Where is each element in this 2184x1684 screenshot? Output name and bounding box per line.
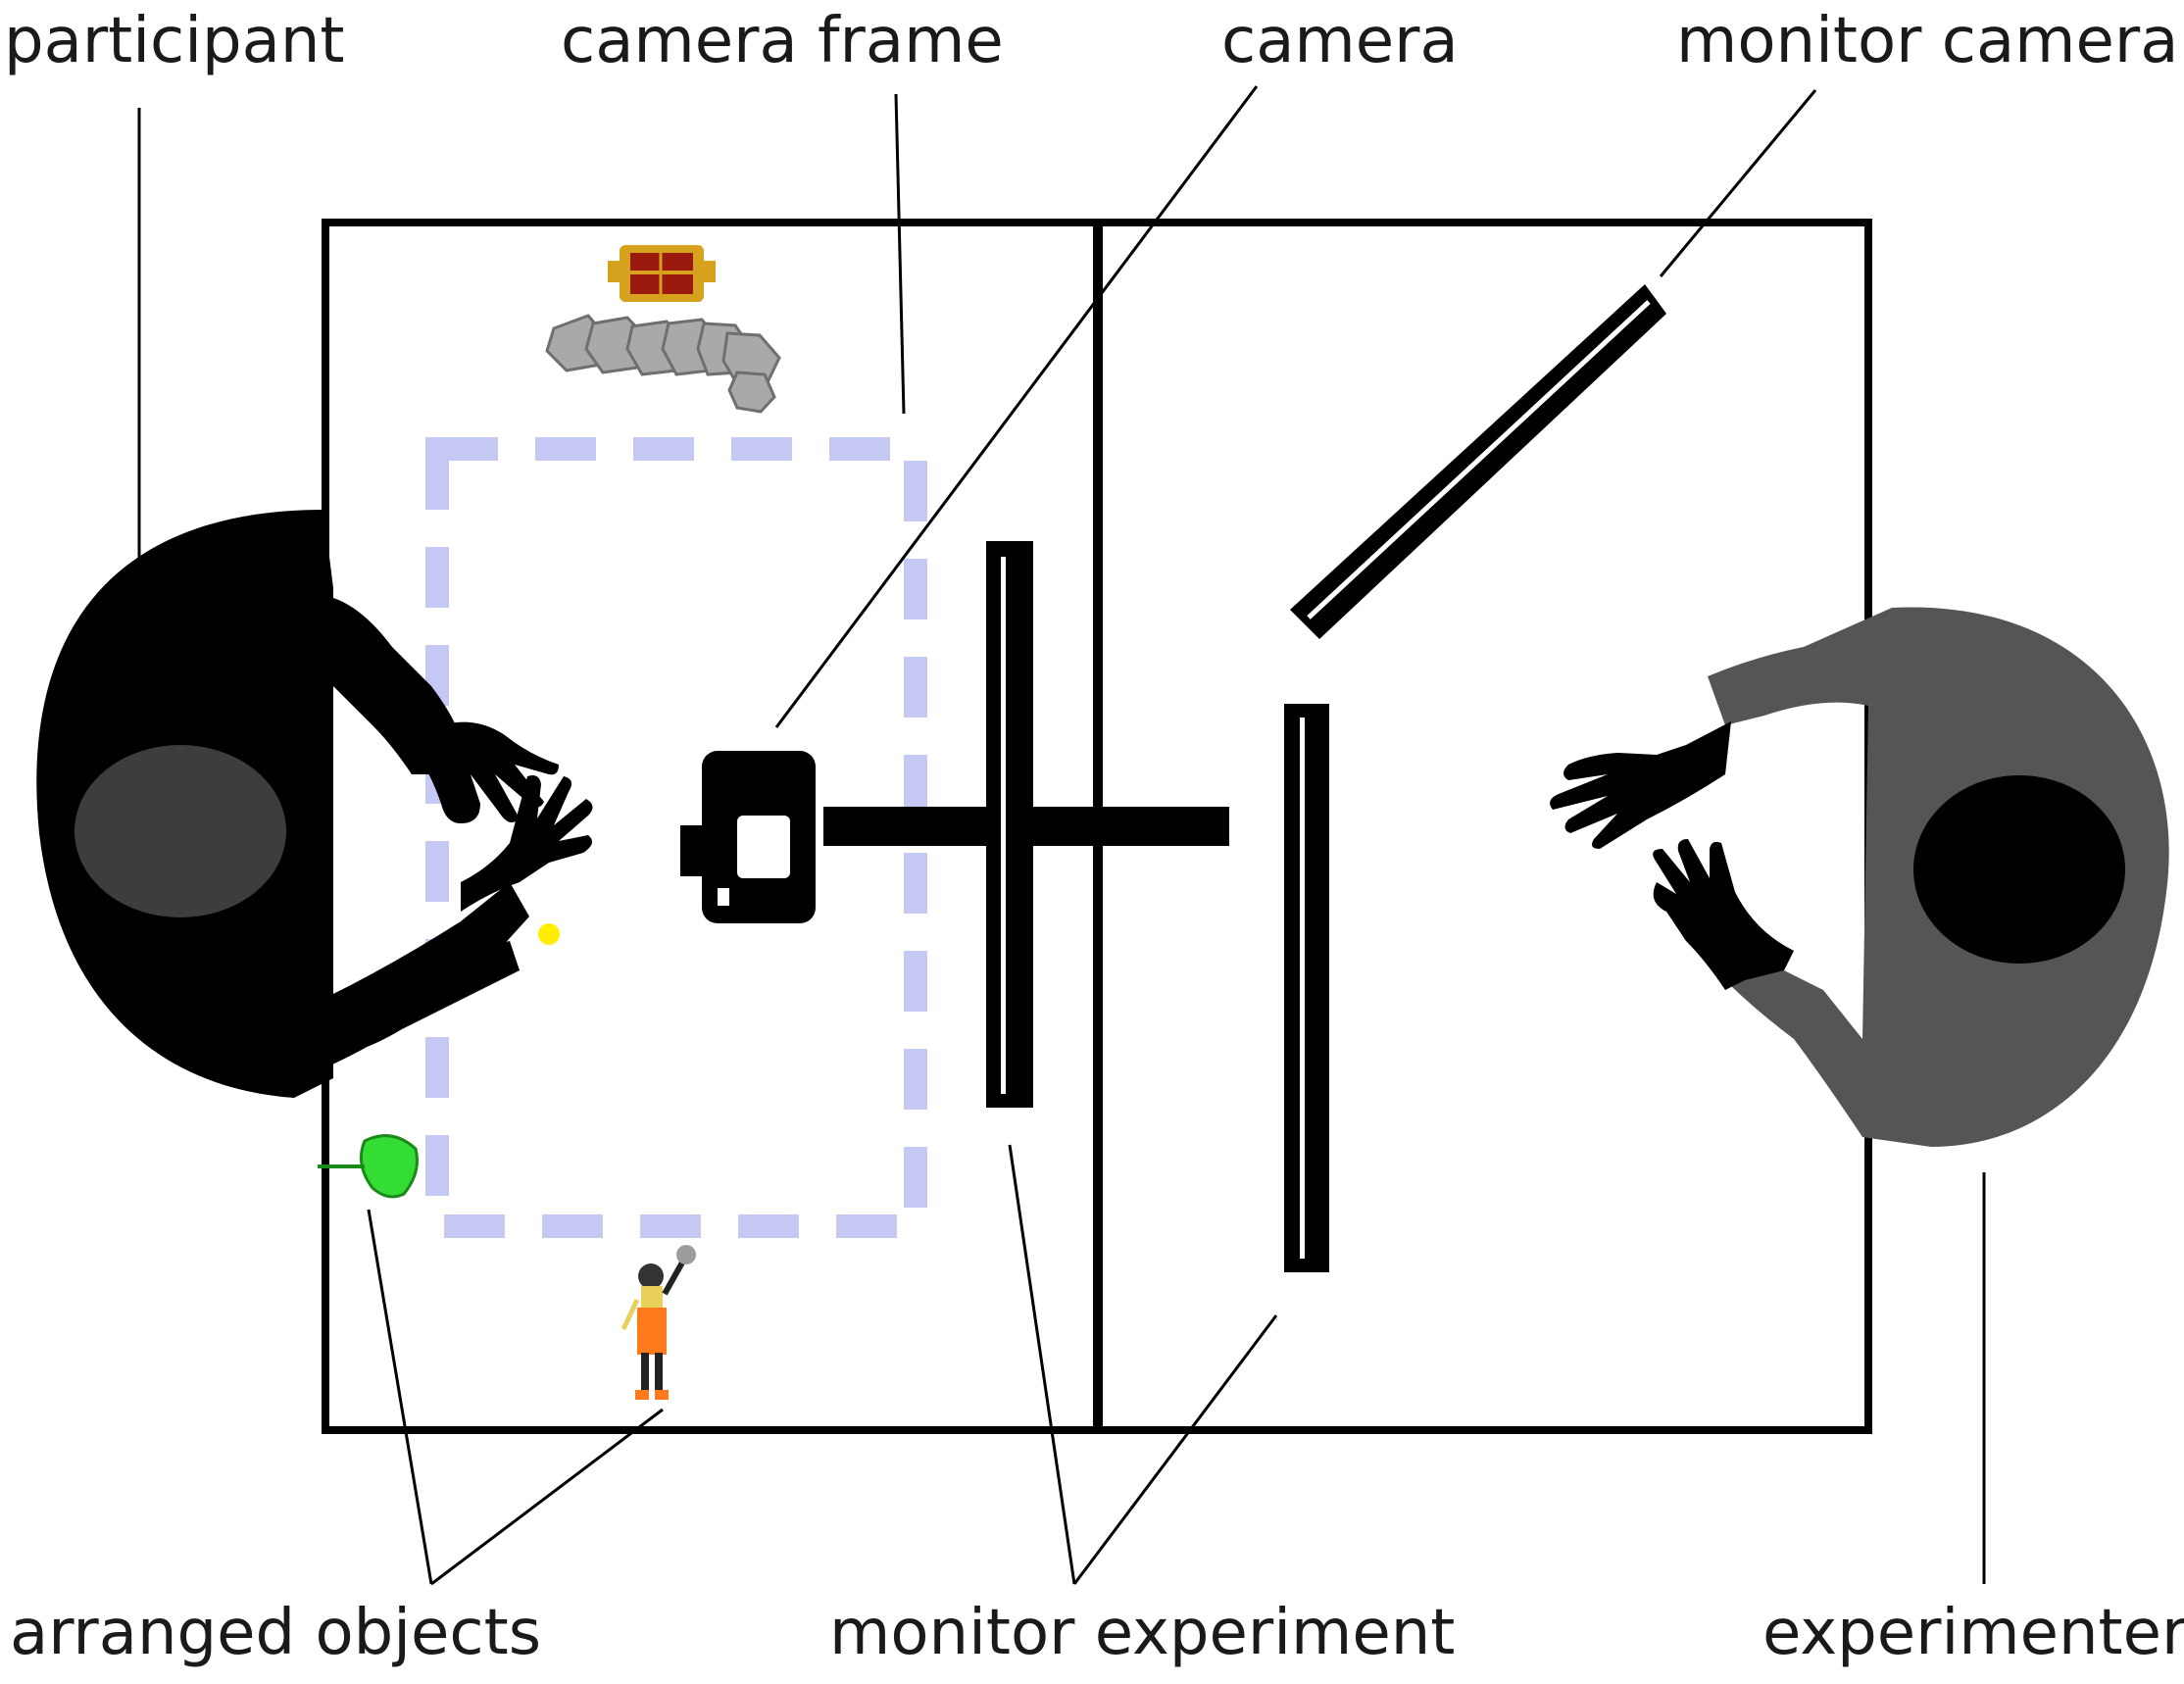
label-monitor-camera: monitor camera — [1676, 5, 2179, 77]
monitor-experiment-right — [1284, 704, 1329, 1272]
label-camera-frame: camera frame — [561, 5, 1004, 77]
leader-camera-frame — [894, 93, 906, 415]
stingray-object — [318, 1134, 419, 1199]
leader-monitor-experiment-2 — [1072, 1314, 1278, 1585]
treasure-chest-object — [608, 245, 716, 302]
camera-object — [680, 751, 816, 923]
leader-monitor-camera — [1659, 89, 1817, 277]
leader-monitor-experiment-1 — [1008, 1144, 1076, 1585]
label-participant: participant — [4, 5, 345, 77]
label-experimenter: experimenter — [1762, 1597, 2184, 1669]
leader-arranged-objects-2 — [430, 1408, 664, 1586]
monitor-camera-object — [1290, 284, 1666, 639]
camera-frame — [425, 437, 927, 1238]
participant-head — [74, 745, 286, 917]
leader-arranged-objects-1 — [367, 1209, 433, 1585]
monitor-experiment-left — [986, 541, 1033, 1108]
rocks-object — [545, 314, 781, 414]
experimenter-head — [1913, 775, 2125, 964]
label-monitor-experiment: monitor experiment — [829, 1597, 1456, 1669]
marker-dot — [538, 923, 560, 945]
diver-object — [620, 1245, 696, 1400]
label-camera: camera — [1221, 5, 1459, 77]
label-arranged-objects: arranged objects — [10, 1597, 542, 1669]
leader-lines — [137, 85, 1986, 1586]
participant-arm-lower — [255, 882, 529, 1068]
leader-camera — [774, 85, 1259, 728]
